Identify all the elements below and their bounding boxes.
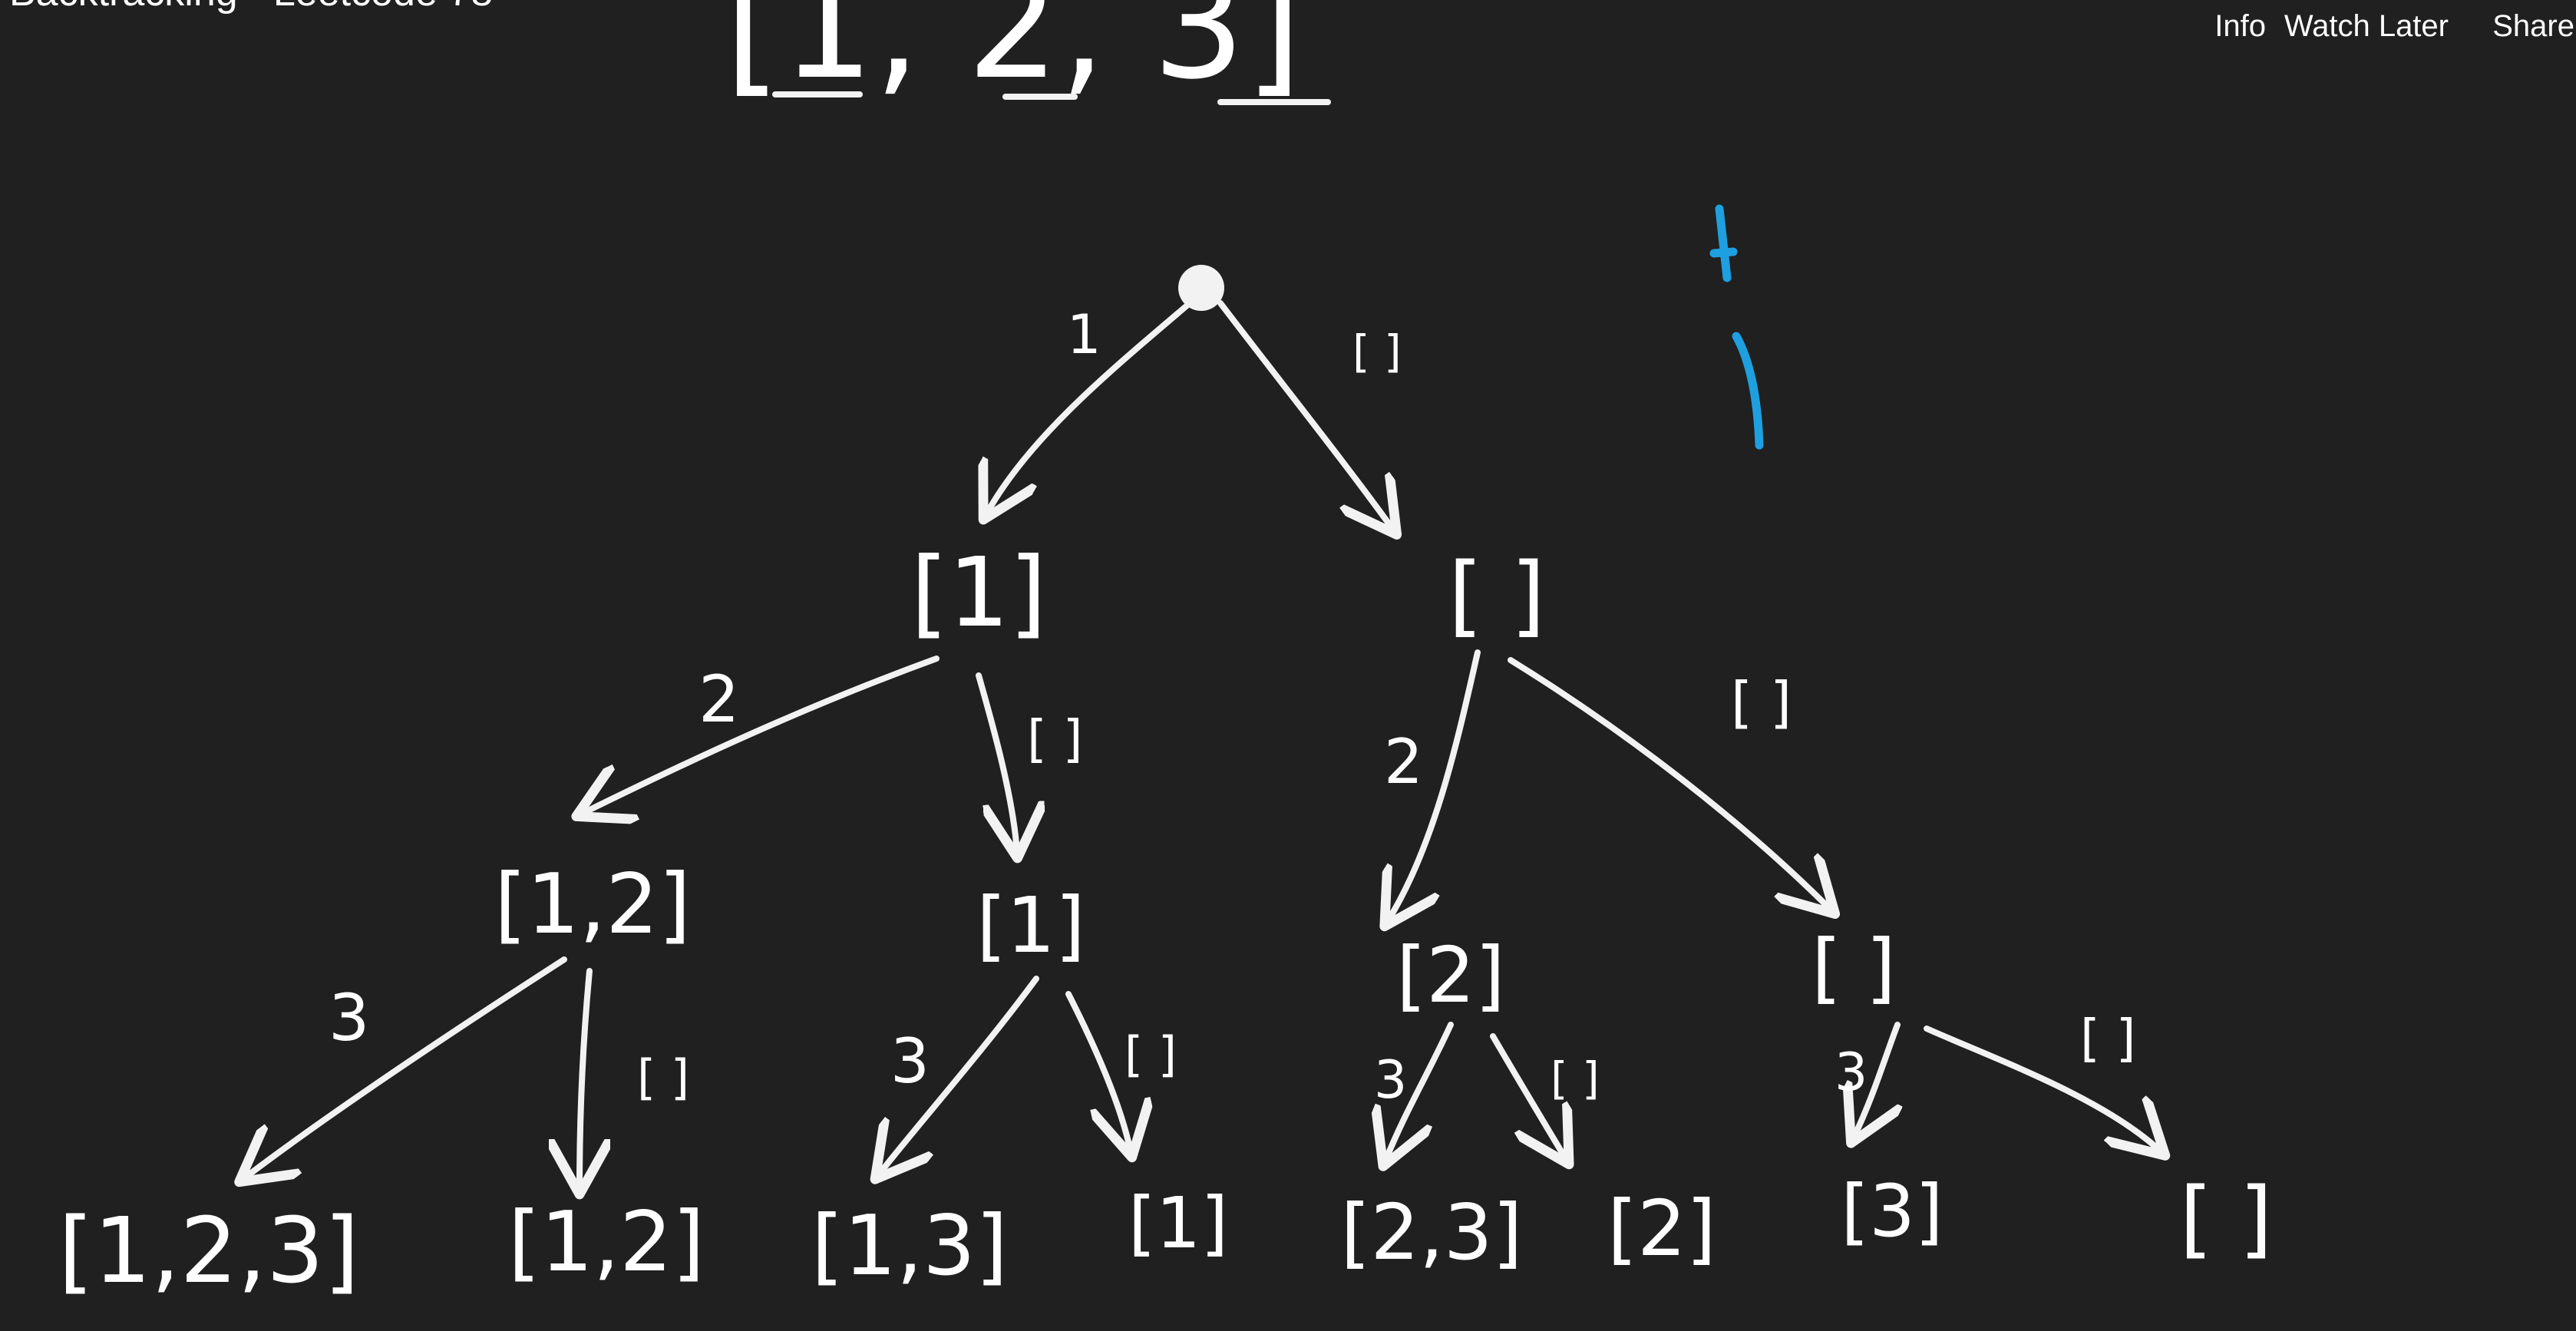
edge-label-root-right: [ ] bbox=[1352, 325, 1402, 378]
node-level2-b: [1] bbox=[976, 880, 1085, 970]
edge-l2-a-exclude bbox=[580, 968, 590, 1188]
edge-l1-left-a bbox=[582, 656, 940, 814]
edge-label-l2-c-include: 3 bbox=[1374, 1050, 1407, 1111]
leaf-8: [ ] bbox=[2180, 1169, 2273, 1267]
edge-label-l2-d-exclude: [ ] bbox=[2080, 1009, 2135, 1068]
node-level1-right: [ ] bbox=[1448, 544, 1545, 647]
edge-label-l2-a-exclude: [ ] bbox=[637, 1049, 689, 1105]
edge-label-l2-c-exclude: [ ] bbox=[1551, 1052, 1600, 1105]
edge-l2-b-include bbox=[879, 976, 1039, 1174]
edge-l2-d-include bbox=[1854, 1022, 1897, 1138]
edge-l2-c-include bbox=[1385, 1022, 1454, 1161]
edge-label-l1-b-exclude: [ ] bbox=[1731, 670, 1792, 735]
blue-marker-strokes bbox=[1709, 204, 1764, 450]
edge-l2-c-exclude bbox=[1490, 1033, 1566, 1159]
leaf-1: [1,2,3] bbox=[58, 1197, 359, 1303]
input-underlines bbox=[772, 91, 1331, 105]
edge-l2-a-include bbox=[244, 956, 567, 1178]
leaf-2: [1,2] bbox=[508, 1194, 705, 1290]
edge-label-root-left: 1 bbox=[1067, 303, 1101, 366]
node-level1-left: [1] bbox=[910, 537, 1046, 649]
watch-later-button[interactable]: Watch Later bbox=[2284, 9, 2449, 43]
info-button[interactable]: Info bbox=[2214, 9, 2266, 43]
leaf-4: [1] bbox=[1128, 1182, 1228, 1264]
root-node bbox=[1178, 265, 1224, 311]
edge-l1-left-b bbox=[976, 672, 1017, 852]
leaf-7: [3] bbox=[1841, 1170, 1943, 1253]
share-button[interactable]: Share bbox=[2492, 9, 2574, 43]
tree-edges bbox=[244, 300, 2161, 1188]
node-level2-d: [ ] bbox=[1811, 923, 1896, 1012]
edge-root-right bbox=[1217, 300, 1393, 530]
node-level2-c: [2] bbox=[1396, 930, 1505, 1020]
leaf-3: [1,3] bbox=[811, 1198, 1008, 1294]
video-top-bar: Backtracking - Leetcode 78 Info Watch La… bbox=[0, 0, 2576, 69]
edge-l1-right-d bbox=[1508, 657, 1831, 910]
edge-label-l2-b-include: 3 bbox=[890, 1025, 930, 1097]
edge-l2-b-exclude bbox=[1065, 991, 1131, 1151]
edge-label-l1-a-include: 2 bbox=[698, 662, 739, 737]
edge-root-left bbox=[986, 300, 1193, 514]
edge-label-l2-b-exclude: [ ] bbox=[1125, 1026, 1177, 1082]
node-level2-a: [1,2] bbox=[494, 857, 691, 953]
edge-label-l2-d-include: 3 bbox=[1835, 1042, 1868, 1103]
edge-l2-d-exclude bbox=[1924, 1025, 2161, 1151]
edge-label-l2-a-include: 3 bbox=[329, 980, 369, 1055]
edge-label-l1-b-include: 2 bbox=[1384, 726, 1423, 798]
edge-label-l1-a-exclude: [ ] bbox=[1027, 709, 1082, 768]
video-title[interactable]: Backtracking - Leetcode 78 bbox=[9, 0, 493, 15]
leaf-5: [2,3] bbox=[1340, 1187, 1522, 1277]
edge-l1-right-c bbox=[1388, 649, 1481, 921]
leaf-6: [2] bbox=[1607, 1184, 1716, 1273]
